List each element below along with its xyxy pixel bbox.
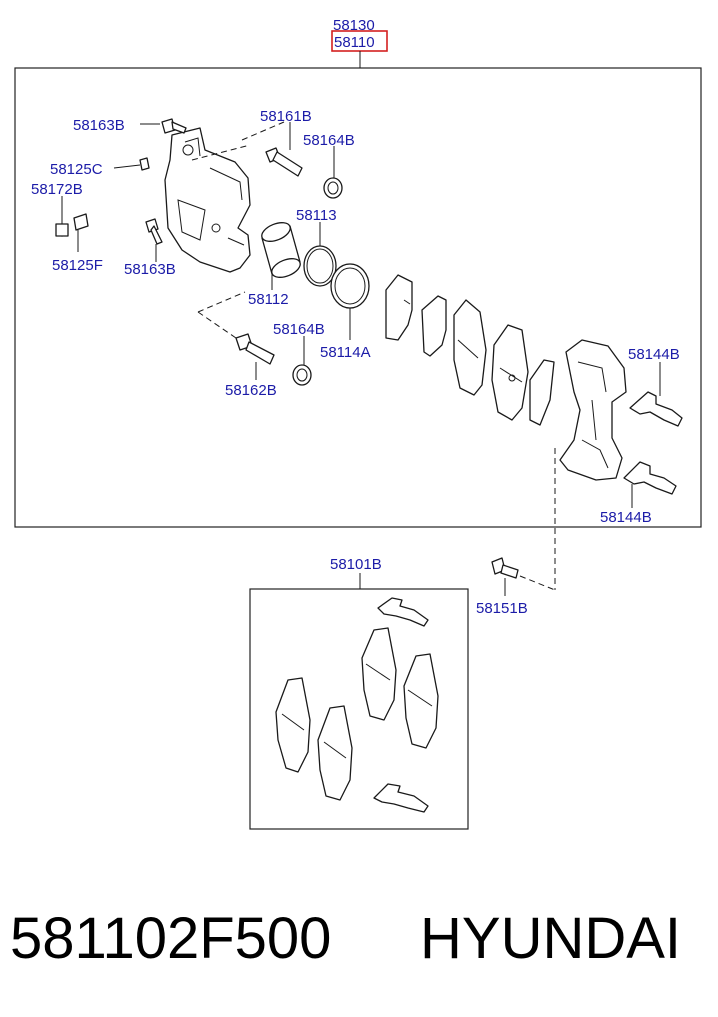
guide-pin-upper bbox=[265, 147, 303, 177]
label-boot-upper[interactable]: 58164B bbox=[303, 132, 355, 149]
guide-pin-lower bbox=[235, 333, 275, 365]
outer-pad bbox=[453, 299, 487, 396]
leader-line bbox=[113, 164, 141, 169]
label-pad-kit[interactable]: 58101B bbox=[330, 556, 382, 573]
boot-lower bbox=[292, 364, 312, 386]
outer-shim bbox=[385, 274, 413, 341]
label-seal-ring[interactable]: 58113 bbox=[296, 207, 337, 224]
pad-kit-frame bbox=[249, 588, 469, 830]
carrier-bolt bbox=[491, 557, 519, 579]
piston bbox=[261, 222, 301, 278]
label-carrier-bolt[interactable]: 58151B bbox=[476, 600, 528, 617]
inner-shim bbox=[421, 295, 447, 357]
caliper-assembly-frame bbox=[14, 67, 702, 528]
dashed-guide bbox=[241, 121, 285, 141]
bolt-upper bbox=[161, 118, 187, 134]
label-piston-seal[interactable]: 58114A bbox=[320, 344, 371, 361]
pad-shim-rear bbox=[529, 359, 555, 426]
kit-pad-inner-left bbox=[317, 705, 353, 801]
label-58110[interactable]: 58110 bbox=[334, 34, 375, 51]
footer-brand: HYUNDAI bbox=[420, 906, 681, 971]
label-clip-upper[interactable]: 58144B bbox=[628, 346, 680, 363]
label-boot-lower[interactable]: 58164B bbox=[273, 321, 325, 338]
label-bleeder-screw[interactable]: 58172B bbox=[31, 181, 83, 198]
clip-lower bbox=[623, 461, 677, 495]
bleeder-cap bbox=[139, 157, 150, 171]
label-guide-pin-lower[interactable]: 58162B bbox=[225, 382, 277, 399]
kit-clip-lower bbox=[373, 783, 429, 813]
label-guide-pin-upper[interactable]: 58161B bbox=[260, 108, 312, 125]
kit-clip-upper bbox=[377, 597, 429, 627]
piston-seal bbox=[330, 263, 370, 309]
label-bleeder-cap[interactable]: 58125C bbox=[50, 161, 103, 178]
bolt-lower bbox=[145, 218, 163, 245]
label-clip-lower[interactable]: 58144B bbox=[600, 509, 652, 526]
caliper-housing bbox=[164, 127, 251, 273]
kit-pad-inner-right bbox=[403, 653, 439, 749]
dashed-guide bbox=[519, 575, 556, 591]
label-58130: 58130 bbox=[333, 17, 375, 34]
dashed-guide bbox=[197, 311, 237, 339]
kit-pad-outer-left bbox=[275, 677, 311, 773]
bleeder bbox=[73, 213, 89, 231]
kit-pad-outer-right bbox=[361, 627, 397, 721]
dashed-guide bbox=[197, 291, 246, 313]
bleeder-screw bbox=[55, 223, 69, 237]
footer-part-number: 581102F500 bbox=[10, 906, 331, 971]
caliper-carrier bbox=[559, 339, 627, 481]
label-bleeder[interactable]: 58125F bbox=[52, 257, 103, 274]
label-piston[interactable]: 58112 bbox=[248, 291, 289, 308]
boot-upper bbox=[323, 177, 343, 199]
label-bolt-lower[interactable]: 58163B bbox=[124, 261, 176, 278]
label-bolt-upper[interactable]: 58163B bbox=[73, 117, 125, 134]
inner-pad bbox=[491, 324, 529, 421]
clip-upper bbox=[629, 391, 683, 427]
